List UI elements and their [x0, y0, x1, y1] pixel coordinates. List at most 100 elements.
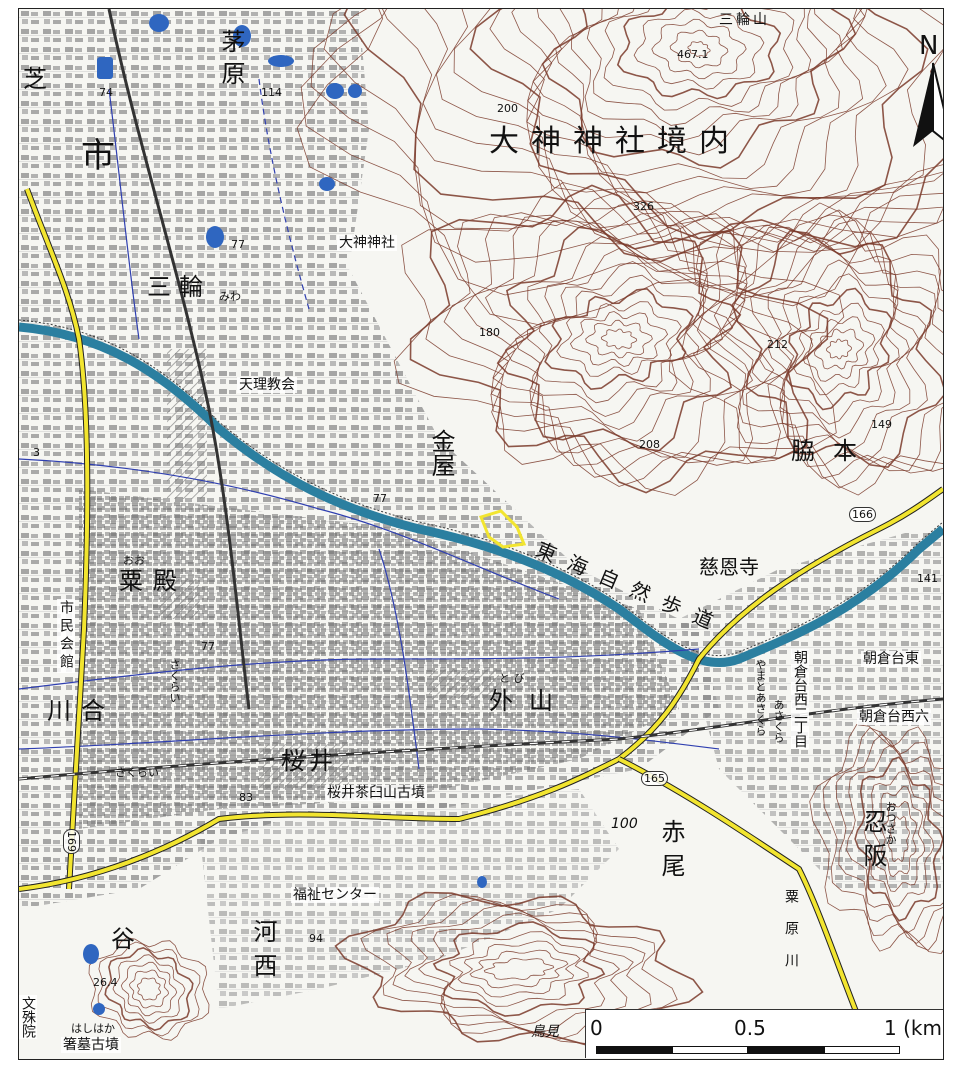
- contour-line: [854, 756, 943, 922]
- furigana-sakurai-2: さくらい: [115, 766, 159, 779]
- elev-77b: 77: [373, 492, 387, 505]
- ponds: [83, 14, 487, 1015]
- label-akao: 赤尾: [657, 819, 685, 887]
- contour-line: [310, 9, 943, 287]
- north-label: N: [919, 31, 939, 61]
- railway-jr: [107, 9, 251, 710]
- contour-line: [296, 9, 943, 327]
- label-mt-miwa: 三輪山: [719, 12, 770, 28]
- furigana-hashihaka: はしはか: [71, 1022, 115, 1035]
- elev-100: 100: [611, 816, 638, 832]
- route-169: 169: [63, 829, 80, 854]
- contour-line: [826, 338, 852, 360]
- contour-line: [731, 229, 943, 469]
- contour-lines: [88, 9, 943, 1047]
- contour-line: [633, 9, 765, 90]
- contour-line: [571, 9, 827, 141]
- label-wakimoto: 脇本: [791, 437, 875, 465]
- hatched-block: [429, 669, 499, 699]
- contour-line: [300, 9, 943, 299]
- scale-tick-half: 0.5: [734, 1016, 766, 1040]
- contour-line: [496, 226, 742, 452]
- label-monjuin: 文殊院: [19, 995, 37, 1039]
- label-asakuradai-nishi-2: 朝倉台西二丁目: [791, 649, 809, 749]
- contour-line: [448, 931, 590, 1007]
- label-tani: 谷: [111, 925, 135, 953]
- label-miwa: 三輪: [147, 273, 211, 301]
- contour-line: [112, 954, 186, 1024]
- contour-line: [668, 202, 943, 496]
- elev-114: 114: [261, 86, 282, 99]
- contour-line: [137, 977, 161, 1001]
- label-kanaya: 金屋: [427, 429, 455, 477]
- hatched-block: [259, 744, 349, 789]
- contour-line: [569, 311, 669, 367]
- label-asakuradai-higashi: 朝倉台東: [861, 651, 921, 667]
- contour-line: [409, 184, 829, 494]
- contour-line: [793, 302, 885, 396]
- elev-141: 141: [917, 572, 938, 585]
- contour-line: [603, 9, 795, 111]
- contour-line: [750, 237, 928, 461]
- contour-line: [759, 247, 919, 451]
- route-166: 166: [849, 507, 876, 522]
- elev-3: 3: [33, 446, 40, 459]
- label-tobi: 外山: [489, 687, 569, 715]
- label-hashihaka-kofun: 箸墓古墳: [61, 1037, 121, 1053]
- label-asakuradai-nishi-6: 朝倉台西六: [857, 709, 931, 725]
- study-area-outline: [478, 509, 527, 549]
- contour-line: [651, 18, 747, 80]
- hatched-block: [159, 579, 199, 619]
- label-oodono: 粟殿: [119, 567, 187, 595]
- contour-line: [527, 9, 868, 194]
- urban-area-east: [679, 529, 943, 889]
- scale-segment: [824, 1046, 900, 1054]
- contour-line: [393, 182, 845, 496]
- stream: [378, 548, 420, 770]
- contour-line: [585, 319, 653, 359]
- scale-segment: [672, 1046, 748, 1054]
- elev-74: 74: [99, 86, 113, 99]
- contour-line: [696, 219, 943, 479]
- stream: [19, 458, 560, 600]
- topographic-map: 大神神社境内 三輪 みわ 金屋 脇本 外山 と び 桜井 忍阪 おつさか 赤尾 …: [18, 8, 944, 1060]
- contour-line: [556, 301, 682, 377]
- contour-line: [489, 9, 909, 227]
- furigana-asakura-1: やまとあさくら: [754, 659, 767, 736]
- contour-line: [104, 946, 194, 1032]
- furigana-miwa: みわ: [219, 290, 241, 303]
- furigana-asakura-2: あさくら: [772, 699, 785, 743]
- contour-line: [778, 273, 900, 425]
- label-shrine-grounds: 大神神社境内: [489, 124, 741, 159]
- contour-line: [888, 816, 910, 862]
- contour-line: [515, 248, 723, 430]
- north-arrow: N: [907, 31, 943, 147]
- label-tenri-church: 天理教会: [237, 377, 297, 393]
- contour-line: [669, 29, 729, 69]
- contour-line: [511, 9, 887, 211]
- contour-line: [713, 226, 943, 472]
- contour-line: [422, 9, 943, 253]
- elev-149: 149: [871, 418, 892, 431]
- label-torimi: 鳥見: [531, 1024, 559, 1040]
- label-kawai: 川合: [47, 697, 115, 725]
- contour-line: [544, 287, 694, 391]
- contour-line: [687, 41, 711, 57]
- elev-326: 326: [633, 200, 654, 213]
- contour-line: [469, 949, 569, 989]
- elev-180: 180: [479, 326, 500, 339]
- contour-line: [417, 912, 621, 1026]
- contour-line: [88, 937, 210, 1041]
- elev-208: 208: [639, 438, 660, 451]
- contour-line: [863, 771, 935, 907]
- north-arrow-icon: [913, 62, 943, 147]
- contour-line: [836, 734, 943, 944]
- scale-bar: 0 0.5 1 (km): [585, 1009, 943, 1058]
- stream: [258, 78, 310, 310]
- contour-line: [880, 801, 918, 877]
- stream: [19, 648, 700, 690]
- label-kawanishi: 河西: [249, 919, 277, 987]
- stream: [108, 88, 140, 340]
- contour-line: [463, 211, 775, 467]
- label-awahara-river: 粟原川: [783, 889, 799, 985]
